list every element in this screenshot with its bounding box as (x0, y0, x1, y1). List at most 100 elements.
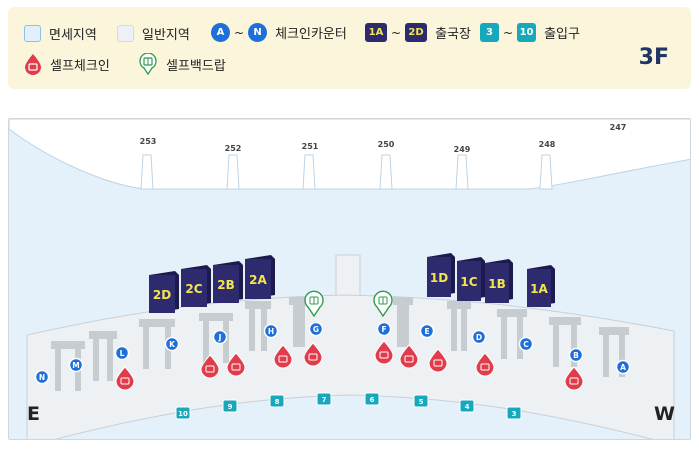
departure-hall-1A[interactable]: 1A (527, 265, 555, 307)
self-checkin-icon[interactable] (475, 352, 495, 377)
checkin-island-row (571, 325, 577, 367)
checkin-counter-label: F (381, 325, 386, 334)
entrance-label: 7 (322, 396, 327, 404)
self-checkin-icon[interactable] (115, 366, 135, 391)
checkin-counters: N M L K J H G F E D C B A (34, 321, 631, 385)
entrance-8[interactable]: 8 (269, 394, 285, 408)
entrance-9[interactable]: 9 (222, 399, 238, 413)
general-area-swatch (117, 25, 134, 42)
entrance-marker (316, 392, 332, 406)
checkin-counter-L[interactable]: L (114, 345, 130, 361)
legend-gate: 3 ~ 10 출입구 (480, 23, 580, 42)
legend-checkin: A ~ N 체크인카운터 (211, 23, 347, 42)
checkin-counter-A[interactable]: A (615, 359, 631, 375)
checkin-counter-E[interactable]: E (419, 323, 435, 339)
entrance-marker (175, 406, 191, 420)
self-bagdrop-icon (139, 53, 157, 75)
checkin-counter-marker (308, 321, 324, 337)
checkin-island-row (203, 321, 209, 363)
checkin-counter-marker (471, 329, 487, 345)
checkin-counter-label: A (620, 363, 626, 372)
checkin-island-row (223, 321, 229, 363)
checkin-counter-J[interactable]: J (212, 329, 228, 345)
self-checkin-icon[interactable] (399, 344, 419, 369)
self-checkin-icon[interactable] (273, 344, 293, 369)
departure-hall-label: 1B (488, 277, 506, 291)
entrance-icon: 3 (480, 23, 499, 42)
self-checkin-icon (25, 54, 41, 75)
departure-icon: 2D (405, 23, 428, 42)
checkin-island-top (51, 341, 85, 349)
self-checkin-icon[interactable] (226, 352, 246, 377)
entrance-3[interactable]: 3 (506, 406, 522, 420)
floor-label: 3F (638, 45, 669, 70)
departure-hall-1D[interactable]: 1D (427, 253, 455, 297)
departure-hall-1B[interactable]: 1B (485, 259, 513, 303)
checkin-counter-D[interactable]: D (471, 329, 487, 345)
entrance-4[interactable]: 4 (459, 399, 475, 413)
checkin-counter-H[interactable]: H (263, 323, 279, 339)
checkin-counter-label: K (169, 340, 176, 349)
self-bagdrop-icon[interactable] (373, 290, 393, 318)
entrance-5[interactable]: 5 (413, 394, 429, 408)
checkin-island-top (497, 309, 527, 317)
legend-duty-free-label: 면세지역 (49, 28, 97, 43)
self-checkin-icon[interactable] (200, 354, 220, 379)
entrance-label: 6 (370, 396, 375, 404)
departure-hall-block (485, 263, 509, 303)
departure-hall-1C[interactable]: 1C (457, 257, 485, 301)
checkin-counter-marker (263, 323, 279, 339)
self-checkin-icon[interactable] (564, 366, 584, 391)
self-checkin-icon[interactable] (374, 340, 394, 365)
checkin-counter-G[interactable]: G (308, 321, 324, 337)
checkin-counter-M[interactable]: M (68, 357, 84, 373)
checkin-counter-F[interactable]: F (376, 321, 392, 337)
entrance-10[interactable]: 10 (175, 406, 191, 420)
self-checkin-icon[interactable] (428, 348, 448, 373)
checkin-counter-K[interactable]: K (164, 336, 180, 352)
boarding-gate-bay (539, 154, 553, 190)
legend-general-label: 일반지역 (142, 28, 190, 43)
checkin-icon: A (211, 23, 230, 42)
departure-hall-2D[interactable]: 2D (149, 271, 179, 313)
legend-self-checkin-label: 셀프체크인 (50, 58, 110, 74)
checkin-island-row (403, 305, 409, 347)
legend-tilde: ~ (503, 25, 514, 40)
self-checkin-glyph (231, 363, 241, 371)
self-checkin-icon[interactable] (303, 342, 323, 367)
checkin-island-row (553, 325, 559, 367)
checkin-island-row (619, 335, 625, 377)
checkin-island-row (293, 305, 299, 347)
departure-hall-2B[interactable]: 2B (213, 261, 243, 303)
checkin-counter-label: H (268, 327, 274, 336)
entrance-7[interactable]: 7 (316, 392, 332, 406)
departure-hall-2C[interactable]: 2C (181, 265, 211, 307)
departure-hall-2A[interactable]: 2A (245, 255, 275, 299)
checkin-counter-label: L (120, 349, 125, 358)
checkin-counter-N[interactable]: N (34, 369, 50, 385)
checkin-counter-label: J (218, 333, 222, 342)
departure-hall-label: 2C (185, 282, 202, 296)
legend-tilde: ~ (234, 25, 245, 40)
departure-hall-block (149, 275, 175, 313)
checkin-counter-label: E (424, 327, 429, 336)
entrance-marker (269, 394, 285, 408)
self-bagdrop-icon[interactable] (304, 290, 324, 318)
entrance-icon: 10 (517, 23, 537, 42)
departure-hall-block (427, 257, 451, 297)
checkin-icon: N (248, 23, 268, 42)
entrance-label: 4 (465, 403, 470, 411)
checkin-counter-B[interactable]: B (568, 347, 584, 363)
checkin-island-row (397, 305, 403, 347)
checkin-counter-label: B (573, 351, 579, 360)
entrance-6[interactable]: 6 (364, 392, 380, 406)
entrance-label: 10 (178, 410, 188, 418)
checkin-counter-marker (34, 369, 50, 385)
entrance-marker (506, 406, 522, 420)
checkin-counter-C[interactable]: C (518, 336, 534, 352)
boarding-concourse (9, 119, 690, 190)
self-checkin-kiosks (115, 340, 584, 391)
boarding-gate-number: 249 (454, 145, 471, 154)
